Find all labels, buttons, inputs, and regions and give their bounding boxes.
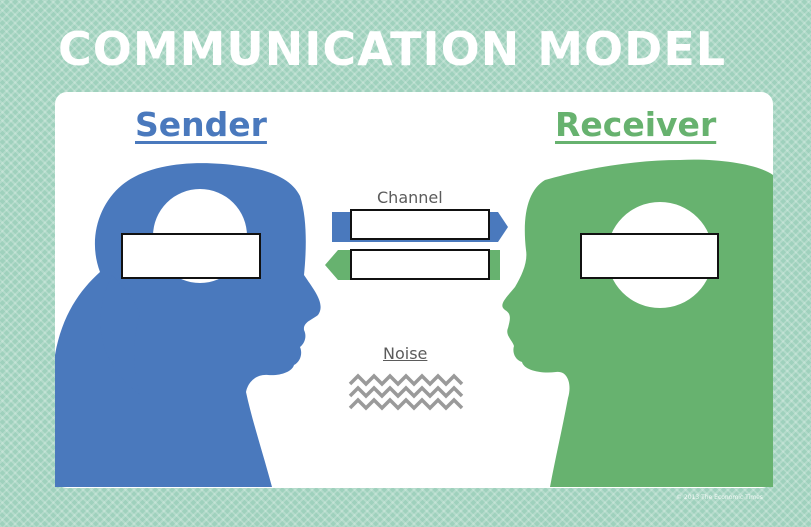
sender-ponytail: [100, 275, 140, 395]
receiver-heading: Receiver: [555, 105, 717, 144]
channel-blank-box-top: [350, 209, 490, 240]
sender-heading: Sender: [135, 105, 267, 144]
noise-zigzag-icon: [348, 373, 464, 411]
sender-blank-box: [121, 233, 261, 279]
diagram-title: COMMUNICATION MODEL: [58, 22, 727, 76]
noise-label: Noise: [383, 344, 428, 363]
channel-blank-box-bottom: [350, 249, 490, 280]
channel-label: Channel: [377, 188, 443, 207]
receiver-blank-box: [580, 233, 719, 279]
copyright-text: © 2013 The Economic Times: [676, 494, 763, 501]
